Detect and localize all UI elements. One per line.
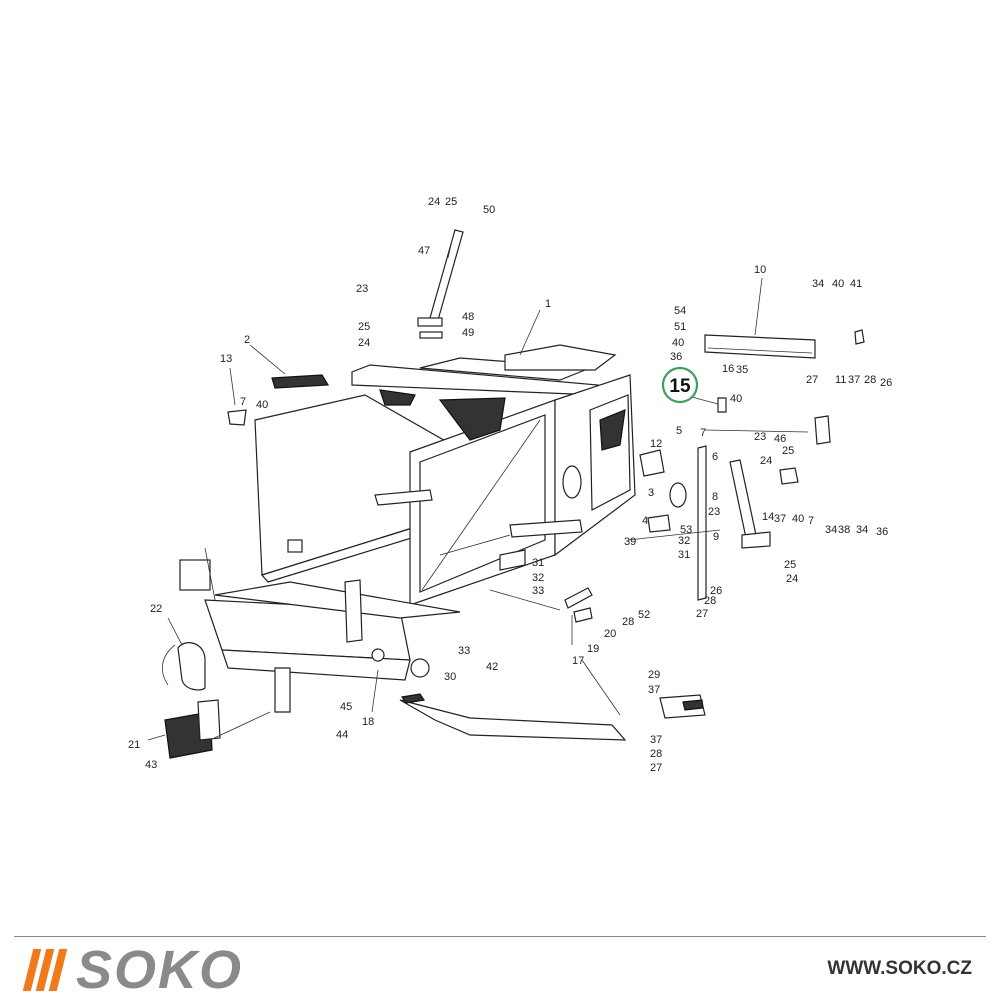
part-label: 31 (532, 557, 544, 569)
part-label: 52 (638, 609, 650, 621)
part-label: 28 (650, 748, 662, 760)
part-label: 34 (812, 278, 824, 290)
website-url[interactable]: WWW.SOKO.CZ (827, 958, 972, 979)
part-label: 37 (848, 374, 860, 386)
part-label: 40 (256, 399, 268, 411)
part-label: 45 (340, 701, 352, 713)
part-label: 24 (358, 337, 370, 349)
rail-part-10 (704, 329, 865, 359)
part-label: 23 (356, 283, 368, 295)
part-label: 49 (462, 327, 474, 339)
part-label: 5 (676, 425, 682, 437)
part-label: 51 (674, 321, 686, 333)
part-label: 25 (358, 321, 370, 333)
part-label: 32 (678, 535, 690, 547)
part-label: 36 (876, 526, 888, 538)
part-label: 12 (650, 438, 662, 450)
part-label: 28 (704, 595, 716, 607)
part-label: 47 (418, 245, 430, 257)
lower-parts (161, 587, 706, 759)
part-label: 9 (713, 531, 719, 543)
part-label: 35 (736, 364, 748, 376)
part-label: 7 (808, 515, 814, 527)
part-label: 26 (880, 377, 892, 389)
exploded-parts-diagram: 15 1 2 3 4 5 6 7 7 7 8 9 10 11 12 13 14 … (128, 196, 892, 774)
highlight-circle (661, 366, 699, 404)
part-label: 21 (128, 739, 140, 751)
logo-bars-icon (22, 949, 68, 991)
part-label: 33 (532, 585, 544, 597)
part-label: 39 (624, 536, 636, 548)
part-label: 27 (806, 374, 818, 386)
part-label: 48 (462, 311, 474, 323)
part-label: 6 (712, 451, 718, 463)
part-label: 22 (150, 603, 162, 615)
part-label: 25 (782, 445, 794, 457)
part-label: 10 (754, 264, 766, 276)
strut-part-47 (417, 229, 464, 339)
part-label: 40 (792, 513, 804, 525)
part-label: 13 (220, 353, 232, 365)
part-label: 34 (856, 524, 868, 536)
soko-logo: SOKO (22, 940, 243, 1000)
part-label: 43 (145, 759, 157, 771)
part-label: 28 (864, 374, 876, 386)
part-label: 38 (838, 524, 850, 536)
part-label: 1 (545, 298, 551, 310)
part-label: 54 (674, 305, 686, 317)
part-label: 27 (696, 608, 708, 620)
part-label: 42 (486, 661, 498, 673)
part-label: 23 (754, 431, 766, 443)
part-label: 50 (483, 204, 495, 216)
part-label: 26 (710, 585, 722, 597)
small-parts-right (639, 397, 831, 601)
part-label: 11 (835, 374, 846, 386)
part-label: 23 (708, 506, 720, 518)
part-label: 24 (428, 196, 440, 208)
part-label: 40 (730, 393, 742, 405)
part-label: 4 (642, 515, 648, 527)
part-label: 33 (458, 645, 470, 657)
part-label: 19 (587, 643, 599, 655)
part-label: 36 (670, 351, 682, 363)
footer-divider (14, 936, 986, 937)
part-label: 37 (648, 684, 660, 696)
part-label: 28 (622, 616, 634, 628)
part-label: 20 (604, 628, 616, 640)
part-label: 3 (648, 487, 654, 499)
part-label: 37 (774, 513, 786, 525)
part-label: 17 (572, 655, 584, 667)
part-label: 14 (762, 511, 774, 523)
part-label: 37 (650, 734, 662, 746)
part-label: 34 (825, 524, 837, 536)
part-label: 16 (722, 363, 734, 375)
bracket-part-2 (227, 374, 330, 426)
part-label: 29 (648, 669, 660, 681)
part-label: 31 (678, 549, 690, 561)
part-label: 41 (850, 278, 862, 290)
part-label: 30 (444, 671, 456, 683)
part-label: 24 (760, 455, 772, 467)
part-label: 40 (672, 337, 684, 349)
part-label: 27 (650, 762, 662, 774)
part-label: 40 (832, 278, 844, 290)
brand-name: SOKO (76, 940, 244, 1000)
lower-carrier-part (179, 547, 461, 713)
part-label: 24 (786, 573, 798, 585)
part-label: 53 (680, 524, 692, 536)
part-label: 25 (445, 196, 457, 208)
part-label: 46 (774, 433, 786, 445)
part-labels: 1 2 3 4 5 6 7 7 7 8 9 10 11 12 13 14 16 … (128, 196, 892, 774)
part-label: 25 (784, 559, 796, 571)
part-label: 7 (240, 396, 246, 408)
leader-lines (147, 239, 809, 741)
part-label: 32 (532, 572, 544, 584)
part-label: 8 (712, 491, 718, 503)
part-label: 44 (336, 729, 348, 741)
part-label: 2 (244, 334, 250, 346)
highlight-label: 15 (669, 376, 691, 397)
main-frame-part (254, 344, 636, 606)
part-label: 7 (700, 427, 706, 439)
part-label: 18 (362, 716, 374, 728)
